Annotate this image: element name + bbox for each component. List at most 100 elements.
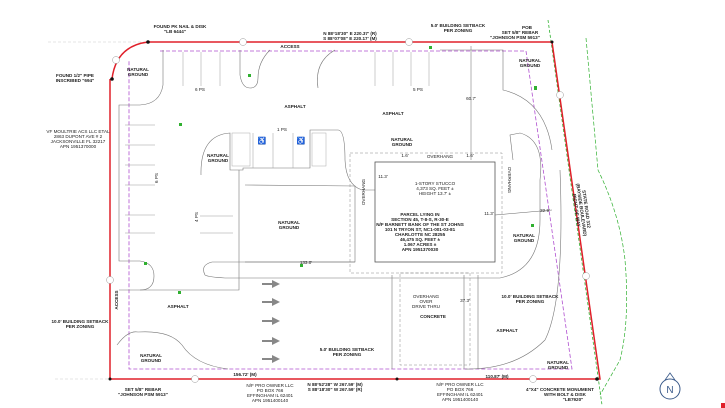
building-footprint (374, 161, 496, 263)
pavement-outline (116, 49, 562, 370)
drawing-label: 10.0' BUILDING SETBACK (52, 319, 110, 324)
drawing-label: 110.87' (M) (485, 374, 509, 379)
drawing-label: PO BOX 766 (447, 387, 474, 392)
drawing-label: GROUND (128, 72, 149, 77)
drawing-label: RIGHT OF WAY (572, 194, 582, 228)
drawing-label: ACCESS (280, 44, 299, 49)
drawing-label: GROUND (392, 142, 413, 147)
drawing-label: ASPHALT (496, 328, 518, 333)
drawing-label: "JOHNSON PSM 5913" (490, 35, 540, 40)
drawing-label: 1.6' (401, 153, 408, 158)
drawing-label: 10.0' BUILDING SETBACK (502, 294, 560, 299)
drawing-label: VF MOULTRIE ACS LLC ETAL (46, 129, 110, 134)
drawing-label: OVERHANG (427, 154, 454, 159)
drawing-label: CONCRETE (420, 314, 446, 319)
monument-labels: FOUND PK NAIL & DISK"LB 6444" FOUND 1/2"… (56, 24, 594, 402)
drawing-label: GROUND (141, 358, 162, 363)
drawing-label: GROUND (514, 238, 535, 243)
drawing-label: 60.7' (466, 96, 476, 101)
drawing-label: PO BOX 766 (257, 388, 284, 393)
drawing-label: GROUND (548, 365, 569, 370)
drawing-label: "LB 6444" (164, 29, 186, 34)
drawing-label: OVERHANG (413, 294, 440, 299)
drawing-label: S 88°18'30" W 267.59' (R) (308, 387, 363, 392)
drawing-label: 1-STORY STUCCO (415, 181, 456, 186)
drawing-label: INSCRIBED "694" (56, 78, 95, 83)
drawing-label: 46,475 SQ. FEET ± (400, 237, 441, 242)
drawing-label: APN 1951370000 (60, 144, 97, 149)
drawing-label: 2863 DUPONT AVE # 2 (54, 134, 103, 139)
drawing-label: APN 1951370030 (402, 247, 439, 252)
building-setback-line (128, 50, 573, 370)
drawing-label: FOUND 1/2" PIPE (56, 73, 94, 78)
drawing-label: NATURAL (513, 233, 535, 238)
drawing-label: NATURAL (519, 58, 541, 63)
drawing-label: 11.3' (484, 211, 494, 216)
drawing-label: NATURAL (547, 360, 569, 365)
drawing-label: APN 1951400140 (442, 397, 479, 402)
drawing-label: PER ZONING (333, 352, 362, 357)
drawing-label: 4 PS (194, 212, 199, 222)
drawing-label: WITH BOLT & DISK (544, 392, 587, 397)
drawing-label: CHARLOTTE NC 28255 (395, 232, 446, 237)
hatched-access-aisle (311, 132, 327, 167)
property-boundary (109, 41, 601, 380)
drawing-label: OVERHANG (361, 178, 366, 205)
drawing-label: NATURAL (207, 153, 229, 158)
drawing-label: N/F BARNETT BANK OF THE ST JOHNS (376, 222, 464, 227)
drawing-label: PER ZONING (66, 324, 95, 329)
drawing-label: 37.3' (460, 298, 470, 303)
drawing-label: JACKSONVILLE FL 32217 (51, 139, 106, 144)
drawing-label: HEIGHT 13.7' ± (419, 191, 452, 196)
drawing-label: APN 1951400140 (252, 398, 289, 403)
building-labels: OVERHANG OVERHANG OVERHANG OVERHANGOVERD… (361, 154, 512, 309)
drawing-label: SECTION 45, T-8-S, R-30-E (391, 217, 449, 222)
drawing-label: ASPHALT (167, 304, 189, 309)
road-label: STATE ROAD 312(BAYSIDE BOULEVARD)RIGHT O… (572, 183, 592, 237)
drawing-label: PER ZONING (444, 28, 473, 33)
area-labels: ACCESS ACCESS ASPHALT ASPHALT ASPHALT AS… (114, 44, 569, 370)
drawing-label: DRIVE THRU (412, 304, 440, 309)
drawing-label: 1 PS (277, 127, 287, 132)
drawing-label: EFFINGHAM IL 62401 (247, 393, 293, 398)
drawing-label: EFFINGHAM IL 62401 (437, 392, 483, 397)
north-arrow: N (659, 372, 681, 400)
drawing-label: PARCEL LYING IN (400, 212, 440, 217)
utility-markers (144, 46, 537, 294)
drawing-label: 156.72' (M) (233, 372, 257, 377)
dimension-labels: 60.7' 133.0' 32.9' 37.3' 1.6' 1.6' 11.3'… (300, 96, 550, 303)
drawing-label: 4"X4" CONCRETE MONUMENT (526, 387, 594, 392)
drawing-label: 11.3' (378, 174, 388, 179)
drawing-label: NATURAL (140, 353, 162, 358)
drawing-label: POB (522, 25, 533, 30)
drawing-label: NATURAL (127, 67, 149, 72)
drawing-label: SET 5/8" REBAR (125, 387, 162, 392)
north-label: N (666, 385, 673, 396)
drawing-label: 5.0' BUILDING SETBACK (320, 347, 375, 352)
handicap-icon: ♿ (297, 136, 306, 145)
drawing-label: S 88°07'08" E 220.17' (M) (323, 36, 377, 41)
drive-thru-overhang (399, 272, 471, 366)
control-point-markers (106, 38, 590, 383)
hatched-access-aisle (231, 132, 251, 167)
parking-stripes (125, 52, 430, 234)
drawing-label: 6 PS (154, 173, 159, 183)
drawing-label: OVERHANG (507, 167, 512, 194)
drawing-label: "LB7920" (563, 397, 584, 402)
right-of-way-line (585, 37, 628, 396)
drawing-label: NATURAL (278, 220, 300, 225)
drawing-label: ACCESS (114, 290, 119, 309)
drawing-label: OVER (419, 299, 433, 304)
drawing-label: GROUND (279, 225, 300, 230)
drawing-label: STATE ROAD 312 (581, 190, 591, 229)
drawing-label: ASPHALT (284, 104, 306, 109)
drawing-label: 133.0' (300, 260, 312, 265)
drawing-label: SET 5/8" REBAR (502, 30, 539, 35)
drawing-label: "JOHNSON PSM 5913" (118, 392, 168, 397)
drawing-label: 5.0' BUILDING SETBACK (431, 23, 486, 28)
drawing-label: 4,373 SQ. FEET ± (416, 186, 454, 191)
